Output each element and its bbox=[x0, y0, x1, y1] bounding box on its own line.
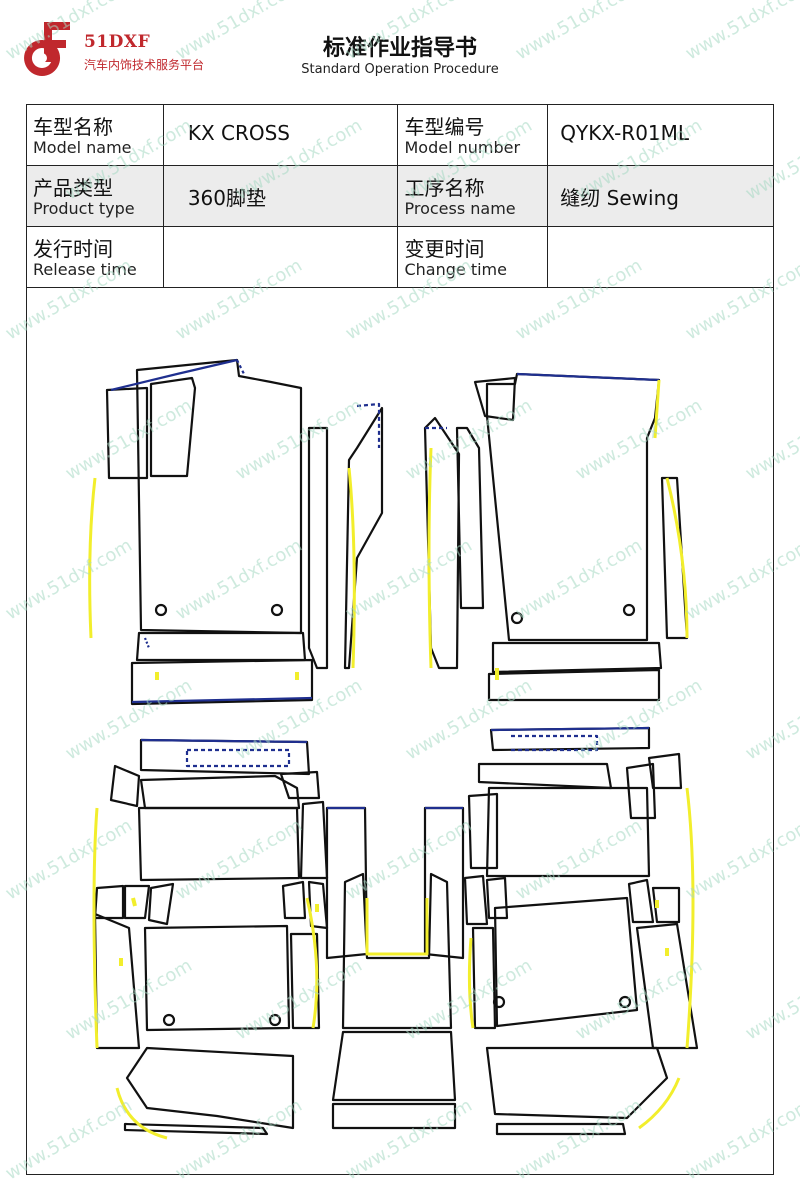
model-number-value: QYKX-R01ML bbox=[560, 121, 690, 145]
brand-name: 51DXF bbox=[84, 32, 151, 52]
pattern-drawing-area bbox=[26, 288, 774, 1175]
floor-mat-pattern-drawing bbox=[88, 358, 699, 1140]
document-subtitle: Standard Operation Procedure bbox=[301, 62, 499, 77]
process-name-value: 缝纫 Sewing bbox=[560, 186, 679, 210]
change-time-value bbox=[548, 227, 773, 243]
dxf-logo-icon bbox=[24, 22, 70, 76]
product-type-value: 360脚垫 bbox=[187, 186, 267, 210]
release-time-value bbox=[164, 227, 398, 243]
front-right-mat-pattern bbox=[423, 372, 689, 702]
rear-right-mat-pattern bbox=[463, 726, 699, 1136]
front-left-mat-pattern bbox=[88, 358, 384, 706]
model-name-value: KX CROSS bbox=[187, 121, 290, 145]
document-title: 标准作业指导书 bbox=[322, 36, 477, 61]
rear-left-mat-pattern bbox=[92, 738, 329, 1140]
brand-tagline: 汽车内饰技术服务平台 bbox=[84, 58, 205, 72]
center-tunnel-mat-pattern bbox=[325, 806, 465, 1130]
brand-logo: 51DXF 汽车内饰技术服务平台 bbox=[22, 16, 262, 78]
